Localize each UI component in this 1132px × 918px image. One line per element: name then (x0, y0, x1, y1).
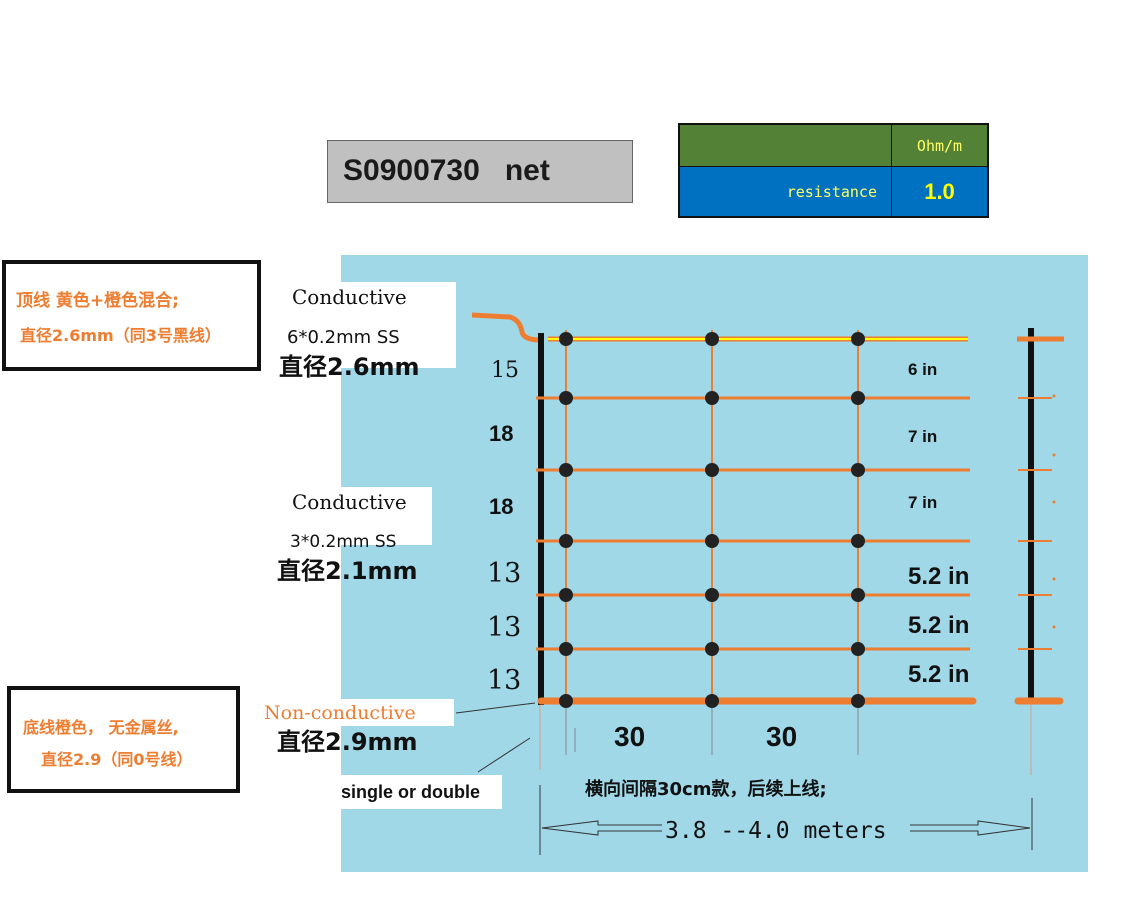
joint (559, 588, 573, 602)
length-arrow-left (541, 820, 662, 836)
stake-leader (477, 737, 531, 773)
post-spacing-2: 30 (766, 721, 797, 752)
middle-wire-label-bg (287, 487, 432, 545)
spacing-in-3: 7 in (908, 493, 937, 512)
edge-dot (1052, 394, 1056, 398)
resistance-label: resistance (680, 167, 891, 216)
joint (705, 463, 719, 477)
spacing-cm-1: 15 (491, 358, 519, 383)
joint (705, 694, 719, 708)
joint (705, 332, 719, 346)
joint (559, 391, 573, 405)
length-arrow-right (910, 820, 1031, 836)
joint (851, 463, 865, 477)
resistance-table: Ohm/m resistance 1.0 (678, 123, 989, 218)
joint (559, 642, 573, 656)
joint (851, 694, 865, 708)
right-edge-dots (1052, 394, 1056, 629)
joint (559, 694, 573, 708)
resistance-unit: Ohm/m (892, 125, 987, 166)
right-arrow (910, 820, 1031, 836)
bottom-wire-note-line-1: 底线橙色， 无金属丝, (23, 718, 179, 737)
spacing-cm-5: 13 (487, 612, 521, 643)
post-note: 横向间隔30cm款，后续上线; (585, 778, 827, 800)
joint (705, 391, 719, 405)
middle-wire-type: Conductive (292, 490, 407, 514)
edge-dot (1052, 577, 1056, 581)
edge-dot (1052, 625, 1056, 629)
joint (851, 534, 865, 548)
joint (705, 642, 719, 656)
joint (851, 642, 865, 656)
top-wire-note-line-2: 直径2.6mm（同3号黑线） (20, 326, 221, 345)
stake-note: single or double (341, 782, 480, 802)
spacing-cm-4: 13 (487, 558, 521, 589)
product-code: S0900730 (343, 154, 480, 187)
middle-wire-diameter: 直径2.1mm (277, 557, 418, 585)
joint (559, 463, 573, 477)
top-wire-label-bg (287, 282, 456, 368)
bottom-wire-note: 底线橙色， 无金属丝, 直径2.9（同0号线） (7, 686, 240, 793)
spacing-in-4: 5.2 in (908, 563, 969, 590)
joint (851, 391, 865, 405)
resistance-value: 1.0 (892, 167, 987, 216)
joint (559, 332, 573, 346)
right-wire-stubs (1018, 397, 1052, 650)
top-wire-spec: 6*0.2mm SS (287, 327, 400, 348)
top-lead-wire (471, 312, 541, 343)
horizontal-wires (536, 396, 970, 651)
edge-dot (1052, 500, 1056, 504)
spacing-in-5: 5.2 in (908, 612, 969, 639)
length-label: 3.8 --4.0 meters (665, 818, 887, 844)
joint (559, 534, 573, 548)
bottom-wire-note-line-2: 直径2.9（同0号线） (41, 750, 193, 769)
table-header-empty-cell (680, 125, 891, 166)
joint (705, 588, 719, 602)
left-arrow (541, 820, 662, 836)
product-code-box (327, 140, 633, 203)
joint (705, 534, 719, 548)
non-conductive-leader (455, 702, 536, 714)
stake-note-bg (337, 775, 502, 809)
middle-wire-spec: 3*0.2mm SS (290, 532, 396, 552)
top-wire-note-line-1: 顶线 黄色+橙色混合; (16, 291, 179, 311)
product-code-title: S0900730 net (343, 154, 550, 188)
top-wire-note: 顶线 黄色+橙色混合; 直径2.6mm（同3号黑线） (2, 260, 261, 371)
spacing-cm-6: 13 (487, 665, 521, 696)
joint (851, 588, 865, 602)
joint (851, 332, 865, 346)
spacing-in-1: 6 in (908, 360, 937, 379)
bottom-wire-type: Non-conductive (264, 702, 416, 724)
diagram-background (341, 255, 1088, 872)
bottom-wire-label-bg (262, 699, 454, 726)
post-spacing-1: 30 (614, 721, 645, 752)
top-wire-diameter: 直径2.6mm (279, 353, 420, 381)
spacing-in-6: 5.2 in (908, 661, 969, 688)
wire-joints (559, 332, 865, 708)
top-wire-type: Conductive (292, 285, 407, 309)
spacing-cm-3: 18 (489, 494, 513, 519)
spacing-in-2: 7 in (908, 427, 937, 446)
bottom-wire-diameter: 直径2.9mm (277, 728, 418, 756)
spacing-cm-2: 18 (489, 421, 513, 446)
edge-dot (1052, 453, 1056, 457)
product-type: net (504, 154, 550, 187)
